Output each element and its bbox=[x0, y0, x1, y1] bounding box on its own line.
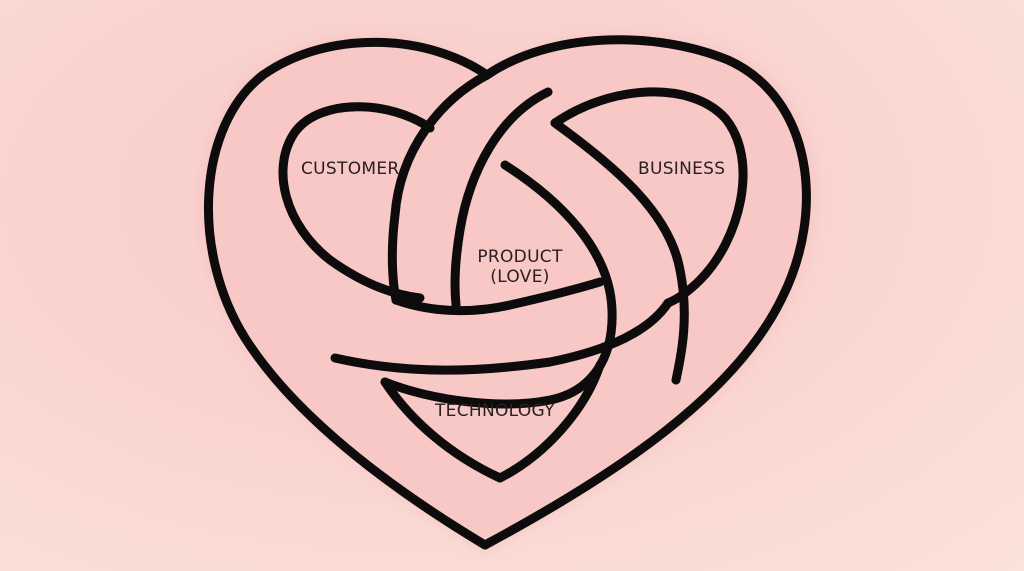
label-technology: TECHNOLOGY bbox=[435, 401, 555, 421]
business-loop bbox=[550, 87, 748, 308]
ribbon-arch-inner bbox=[450, 87, 553, 310]
heart-fill bbox=[208, 39, 807, 545]
label-product-line1: PRODUCT bbox=[477, 247, 563, 267]
ribbon-top bbox=[550, 118, 689, 385]
customer-loop bbox=[278, 102, 435, 303]
label-product: PRODUCT (LOVE) bbox=[470, 247, 570, 287]
label-customer: CUSTOMER bbox=[301, 159, 400, 179]
ribbon-arch bbox=[387, 70, 492, 305]
product-band bbox=[391, 277, 605, 316]
technology-loop bbox=[380, 360, 605, 483]
ribbon-middle bbox=[330, 298, 673, 375]
label-product-line2: (LOVE) bbox=[490, 267, 550, 287]
heart-outer-outline-right bbox=[480, 35, 811, 550]
label-business: BUSINESS bbox=[638, 159, 726, 179]
heart-outer-outline bbox=[203, 37, 492, 550]
